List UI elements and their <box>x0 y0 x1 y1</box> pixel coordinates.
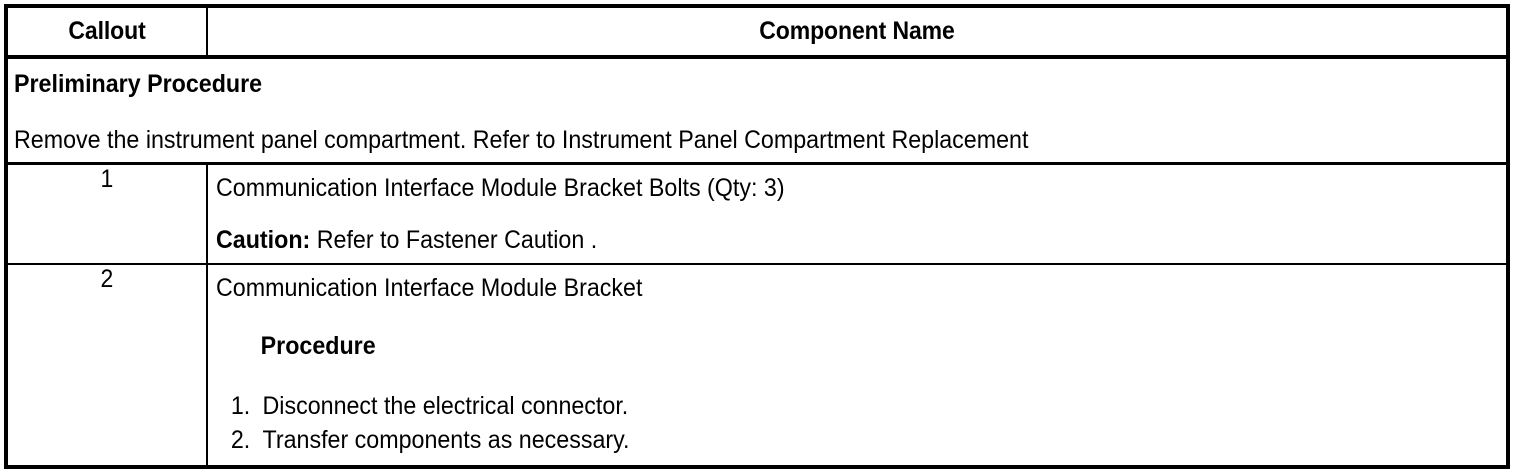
preliminary-procedure-text: Remove the instrument panel compartment.… <box>14 126 1029 154</box>
procedure-heading: Procedure <box>260 332 376 360</box>
column-header-callout: Callout <box>5 5 208 59</box>
table-header-row: Callout Component Name <box>5 5 1509 59</box>
step-number: 2. <box>230 426 251 454</box>
callout-number: 2 <box>100 265 114 293</box>
step-text: Transfer components as necessary. <box>262 426 630 454</box>
column-header-callout-label: Callout <box>68 17 146 45</box>
column-header-component-name: Component Name <box>206 5 1509 59</box>
component-name-text: Communication Interface Module Bracket B… <box>216 174 785 202</box>
list-item: 1. Disconnect the electrical connector. <box>216 389 1410 423</box>
component-description-cell-2: Communication Interface Module Bracket P… <box>206 263 1509 468</box>
step-text: Disconnect the electrical connector. <box>262 392 629 420</box>
preliminary-procedure-cell: Preliminary Procedure Remove the instrum… <box>5 56 1509 165</box>
procedure-step-list: 1. Disconnect the electrical connector. 2… <box>216 389 1500 457</box>
preliminary-procedure-title: Preliminary Procedure <box>14 70 263 98</box>
callout-number-cell-1: 1 <box>5 162 208 265</box>
callout-number: 1 <box>100 165 114 193</box>
preliminary-procedure-content: Preliminary Procedure Remove the instrum… <box>8 59 1506 162</box>
spacer <box>14 100 1500 125</box>
caution-label: Caution: <box>216 226 311 254</box>
caution-note: Caution: Refer to Fastener Caution . <box>216 225 1410 255</box>
spacer <box>216 303 1500 331</box>
spacer <box>216 203 1500 225</box>
table-row: 1 Communication Interface Module Bracket… <box>5 162 1509 265</box>
component-name-text: Communication Interface Module Bracket <box>216 274 643 302</box>
table-row: 2 Communication Interface Module Bracket… <box>5 263 1509 468</box>
preliminary-procedure-row: Preliminary Procedure Remove the instrum… <box>5 56 1509 165</box>
column-header-component-name-label: Component Name <box>759 17 955 45</box>
callout-number-cell-2: 2 <box>5 263 208 468</box>
component-description-content-1: Communication Interface Module Bracket B… <box>208 165 1506 263</box>
document-page: Callout Component Name Preliminary Proce… <box>4 4 1510 469</box>
spacer <box>216 361 1500 389</box>
list-item: 2. Transfer components as necessary. <box>216 423 1410 457</box>
component-description-cell-1: Communication Interface Module Bracket B… <box>206 162 1509 265</box>
component-description-content-2: Communication Interface Module Bracket P… <box>208 265 1506 465</box>
caution-text: Refer to Fastener Caution . <box>310 226 598 254</box>
step-number: 1. <box>230 392 251 420</box>
component-callout-table: Callout Component Name Preliminary Proce… <box>4 4 1510 469</box>
